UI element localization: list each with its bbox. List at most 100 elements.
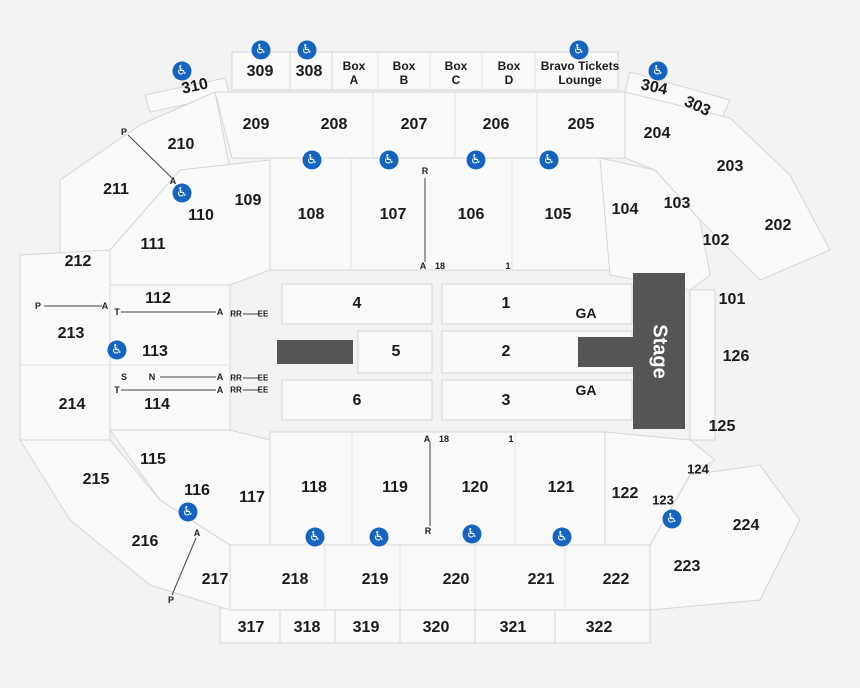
marker-18-b: 18 — [438, 434, 450, 444]
section-111[interactable]: 111 — [140, 236, 166, 253]
floor-5[interactable]: 5 — [391, 343, 401, 360]
section-224[interactable]: 224 — [732, 517, 760, 534]
section-101[interactable]: 101 — [718, 291, 746, 308]
section-309[interactable]: 309 — [246, 63, 274, 80]
marker-p-3: P — [167, 595, 175, 605]
floor-ga-1[interactable]: GA — [575, 305, 597, 321]
section-219[interactable]: 219 — [361, 571, 389, 588]
wheelchair-icon: ♿ — [462, 524, 482, 544]
section-122[interactable]: 122 — [611, 485, 639, 502]
section-208[interactable]: 208 — [320, 116, 348, 133]
section-223[interactable]: 223 — [673, 558, 701, 575]
floor-1[interactable]: 1 — [501, 295, 511, 312]
section-109[interactable]: 109 — [234, 192, 262, 209]
section-123[interactable]: 123 — [652, 492, 674, 508]
section-222[interactable]: 222 — [602, 571, 630, 588]
section-319[interactable]: 319 — [352, 619, 380, 636]
wheelchair-icon: ♿ — [552, 527, 572, 547]
wheelchair-icon: ♿ — [302, 150, 322, 170]
wheelchair-icon: ♿ — [379, 150, 399, 170]
section-213[interactable]: 213 — [57, 325, 85, 342]
section-124[interactable]: 124 — [687, 461, 709, 477]
marker-a-3: A — [193, 528, 201, 538]
marker-a-7: A — [419, 261, 427, 271]
marker-a-1: A — [169, 176, 177, 186]
section-106[interactable]: 106 — [457, 206, 485, 223]
section-216[interactable]: 216 — [131, 533, 159, 550]
floor-2[interactable]: 2 — [501, 343, 511, 360]
section-107[interactable]: 107 — [379, 206, 407, 223]
section-210[interactable]: 210 — [167, 136, 195, 153]
section-220[interactable]: 220 — [442, 571, 470, 588]
marker-p-1: P — [120, 127, 128, 137]
section-214[interactable]: 214 — [58, 396, 86, 413]
marker-18-a: 18 — [434, 261, 446, 271]
marker-n-1: N — [148, 372, 156, 382]
section-104[interactable]: 104 — [611, 201, 639, 218]
section-321[interactable]: 321 — [499, 619, 527, 636]
wheelchair-icon: ♿ — [569, 40, 589, 60]
section-317[interactable]: 317 — [237, 619, 265, 636]
section-320[interactable]: 320 — [422, 619, 450, 636]
marker-rr-1: RR — [230, 309, 242, 319]
section-215[interactable]: 215 — [82, 471, 110, 488]
wheelchair-icon: ♿ — [305, 527, 325, 547]
stage-thrust — [578, 337, 634, 367]
section-322[interactable]: 322 — [585, 619, 613, 636]
section-114[interactable]: 114 — [144, 396, 170, 413]
floor-4[interactable]: 4 — [352, 295, 362, 312]
section-112[interactable]: 112 — [145, 290, 171, 307]
section-119[interactable]: 119 — [382, 479, 408, 496]
section-202[interactable]: 202 — [764, 217, 792, 234]
marker-r-2: R — [424, 526, 432, 536]
section-206[interactable]: 206 — [482, 116, 510, 133]
section-308[interactable]: 308 — [295, 63, 323, 80]
section-117[interactable]: 117 — [239, 489, 265, 506]
section-110[interactable]: 110 — [188, 207, 214, 224]
section-103[interactable]: 103 — [663, 195, 691, 212]
section-108[interactable]: 108 — [297, 206, 325, 223]
section-115[interactable]: 115 — [140, 451, 166, 468]
floor-3[interactable]: 3 — [501, 392, 511, 409]
section-126[interactable]: 126 — [722, 348, 750, 365]
section-125[interactable]: 125 — [708, 418, 736, 435]
section-205[interactable]: 205 — [567, 116, 595, 133]
section-318[interactable]: 318 — [293, 619, 321, 636]
section-113[interactable]: 113 — [142, 343, 168, 360]
section-218[interactable]: 218 — [281, 571, 309, 588]
section-209[interactable]: 209 — [242, 116, 270, 133]
wheelchair-icon: ♿ — [539, 150, 559, 170]
wheelchair-icon: ♿ — [662, 509, 682, 529]
marker-t-1: T — [114, 307, 120, 317]
marker-a-5: A — [216, 372, 224, 382]
floor-ga-2[interactable]: GA — [575, 382, 597, 398]
section-217[interactable]: 217 — [201, 571, 229, 588]
marker-p-2: P — [34, 301, 42, 311]
marker-ee-2: EE — [257, 373, 269, 383]
section-212[interactable]: 212 — [64, 253, 92, 270]
stage-label: Stage — [648, 323, 671, 379]
floor-6[interactable]: 6 — [352, 392, 362, 409]
wheelchair-icon: ♿ — [251, 40, 271, 60]
section-102[interactable]: 102 — [702, 232, 730, 249]
section-204[interactable]: 204 — [643, 125, 671, 142]
section-207[interactable]: 207 — [400, 116, 428, 133]
section-221[interactable]: 221 — [527, 571, 555, 588]
section-118[interactable]: 118 — [301, 479, 327, 496]
section-116[interactable]: 116 — [184, 482, 210, 499]
marker-rr-2: RR — [230, 373, 242, 383]
marker-rr-3: RR — [230, 385, 242, 395]
marker-t-2: T — [114, 385, 120, 395]
section-211[interactable]: 211 — [103, 181, 129, 198]
marker-a-4: A — [216, 307, 224, 317]
wheelchair-icon: ♿ — [172, 61, 192, 81]
section-105[interactable]: 105 — [544, 206, 572, 223]
section-120[interactable]: 120 — [461, 479, 489, 496]
section-203[interactable]: 203 — [716, 158, 744, 175]
section-121[interactable]: 121 — [547, 479, 575, 496]
